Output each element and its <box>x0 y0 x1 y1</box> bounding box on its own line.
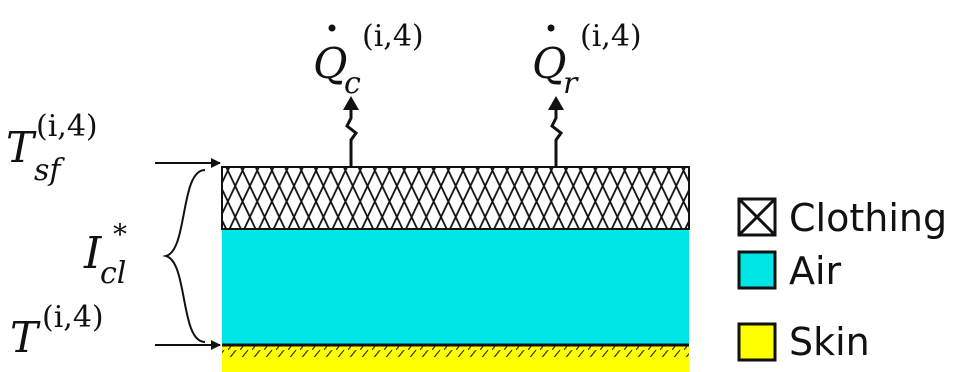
insulation-subscript: cl <box>100 256 126 291</box>
legend-item-air: Air <box>737 249 842 293</box>
radiative-heat-label: Q r (i,4) <box>532 19 642 101</box>
clothing-hatch-bottom <box>222 198 689 229</box>
convective-dot <box>328 24 336 32</box>
convective-heat-label: Q c (i,4) <box>313 19 424 101</box>
skin-hatch <box>222 345 689 357</box>
convective-superscript: (i,4) <box>362 19 424 54</box>
radiative-heat-arrow <box>548 96 564 167</box>
surface-t-symbol: T <box>6 123 37 172</box>
legend: Clothing Air Skin <box>737 196 947 364</box>
convective-heat-arrow <box>343 96 359 167</box>
insulation-brace <box>162 169 206 343</box>
radiative-q-symbol: Q <box>532 39 566 88</box>
crossed-box-icon <box>737 197 777 237</box>
legend-label-clothing: Clothing <box>789 196 947 240</box>
clothing-outline <box>221 166 690 230</box>
insulation-i-symbol: I <box>83 228 103 279</box>
surface-superscript: (i,4) <box>36 109 98 144</box>
insulation-label: I cl * <box>83 218 127 291</box>
surface-subscript: sf <box>34 153 65 188</box>
skin-temperature-label: T (i,4) <box>10 300 104 362</box>
legend-label-air: Air <box>789 249 842 293</box>
convective-subscript: c <box>344 66 361 101</box>
insulation-superscript: * <box>113 218 127 251</box>
radiative-superscript: (i,4) <box>580 19 642 54</box>
radiative-subscript: r <box>563 66 579 101</box>
legend-item-skin: Skin <box>737 320 870 364</box>
radiative-dot <box>547 24 555 32</box>
skin-t-symbol: T <box>10 313 41 362</box>
air-layer <box>222 229 689 345</box>
skin-superscript: (i,4) <box>42 300 104 335</box>
surface-temperature-label: T sf (i,4) <box>6 109 98 188</box>
legend-label-skin: Skin <box>789 320 870 364</box>
clothing-hatch-top <box>222 167 689 198</box>
convective-q-symbol: Q <box>313 39 347 88</box>
air-swatch <box>737 250 777 290</box>
legend-item-clothing: Clothing <box>737 196 947 240</box>
skin-swatch <box>737 322 777 362</box>
